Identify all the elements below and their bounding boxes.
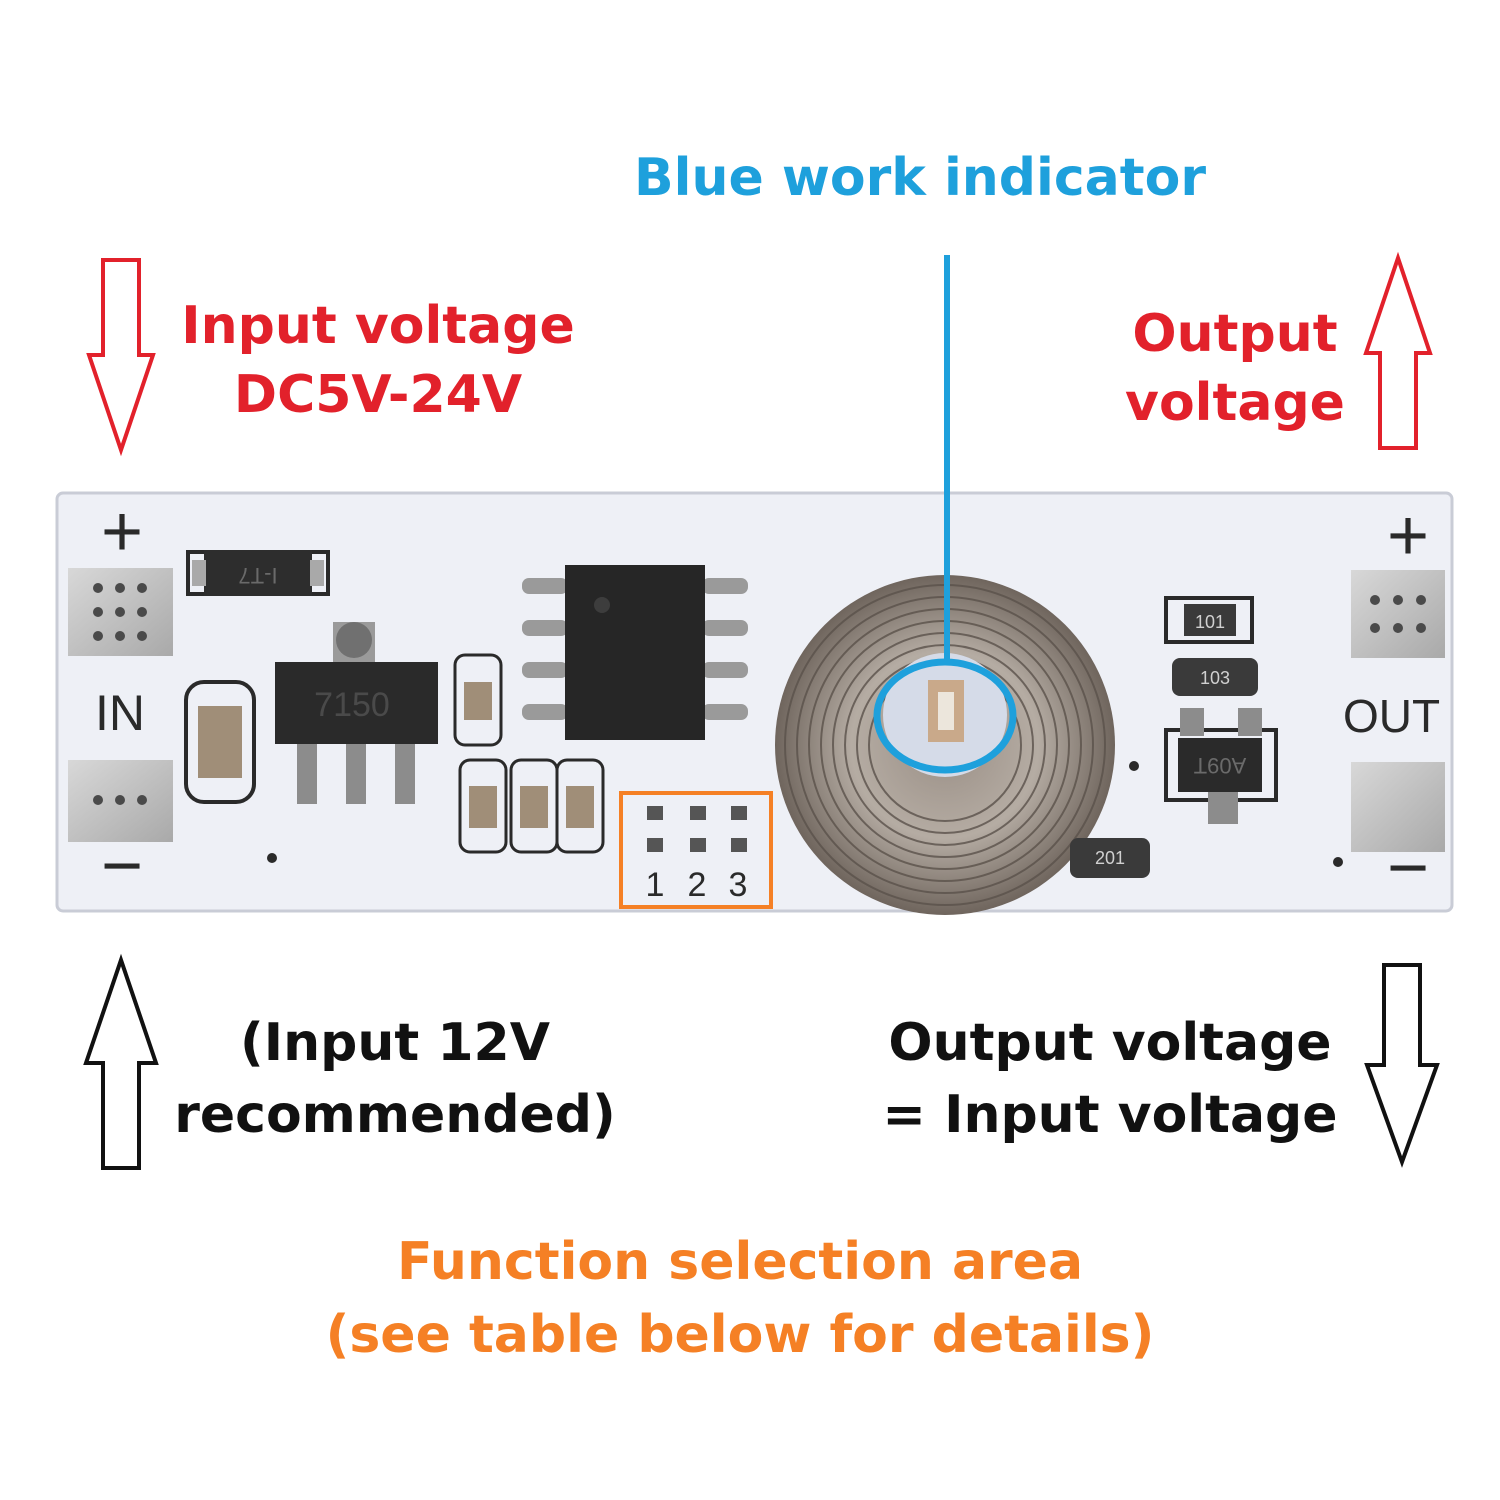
ic-chip: [522, 565, 748, 740]
output-plus-sign: +: [1387, 496, 1429, 576]
output-equals-line1: Output voltage: [888, 1013, 1332, 1073]
output-down-arrow-icon: [1364, 963, 1440, 1168]
output-voltage-label: Output voltage: [1110, 300, 1360, 437]
pin-1-label: 1: [646, 866, 665, 904]
input-minus-pad: [68, 760, 173, 842]
input-minus-sign: −: [101, 826, 143, 906]
output-plus-pad: [1351, 570, 1445, 658]
capacitor-left: [184, 680, 256, 804]
recommended-line1: (Input 12V: [240, 1013, 550, 1073]
right-resistors: [1070, 596, 1258, 878]
pin-3-label: 3: [729, 866, 748, 904]
recommended-line2: recommended): [174, 1084, 616, 1145]
resistor-marking-101: 101: [1195, 612, 1225, 632]
in-terminal-label: IN: [95, 685, 145, 741]
input-plus-pad: [68, 568, 173, 656]
output-equals-line2: = Input voltage: [882, 1084, 1338, 1145]
output-minus-pad: [1351, 762, 1445, 852]
output-equals-input-label: Output voltage = Input voltage: [870, 1008, 1350, 1152]
resistor-marking-103: 103: [1200, 668, 1230, 688]
indicator-highlight-ring: [873, 658, 1017, 774]
voltage-regulator: [275, 622, 438, 804]
output-voltage-line1: Output: [1132, 304, 1338, 364]
output-up-arrow-icon: [1363, 251, 1433, 450]
regulator-marking: 7150: [314, 686, 390, 724]
output-minus-sign: −: [1387, 828, 1429, 908]
small-capacitors: [453, 653, 605, 854]
function-selection-box: [619, 791, 773, 909]
input-voltage-line2: DC5V-24V: [233, 364, 523, 425]
resistor-marking-201: 201: [1095, 848, 1125, 868]
recommend-up-arrow-icon: [83, 953, 159, 1170]
diode-marking: I-T7: [238, 563, 277, 588]
input-voltage-line1: Input voltage: [181, 296, 575, 356]
function-selection-line2: (see table below for details): [325, 1304, 1155, 1365]
output-voltage-line2: voltage: [1125, 372, 1345, 433]
input-voltage-label: Input voltage DC5V-24V: [168, 292, 588, 429]
function-selection-label: Function selection area (see table below…: [300, 1226, 1180, 1372]
pin-2-label: 2: [688, 866, 707, 904]
board-dots: [267, 761, 1343, 867]
mosfet-component: [1164, 708, 1278, 824]
input-plus-sign: +: [101, 492, 143, 572]
input-down-arrow-icon: [86, 258, 156, 457]
recommended-input-label: (Input 12V recommended): [150, 1008, 640, 1152]
out-terminal-label: OUT: [1343, 690, 1440, 742]
diode-component: [186, 550, 330, 596]
mosfet-marking: A09T: [1194, 753, 1247, 778]
touch-sensor-coil: [775, 575, 1115, 915]
function-selection-line1: Function selection area: [396, 1232, 1084, 1292]
blue-indicator-label: Blue work indicator: [634, 148, 1206, 208]
